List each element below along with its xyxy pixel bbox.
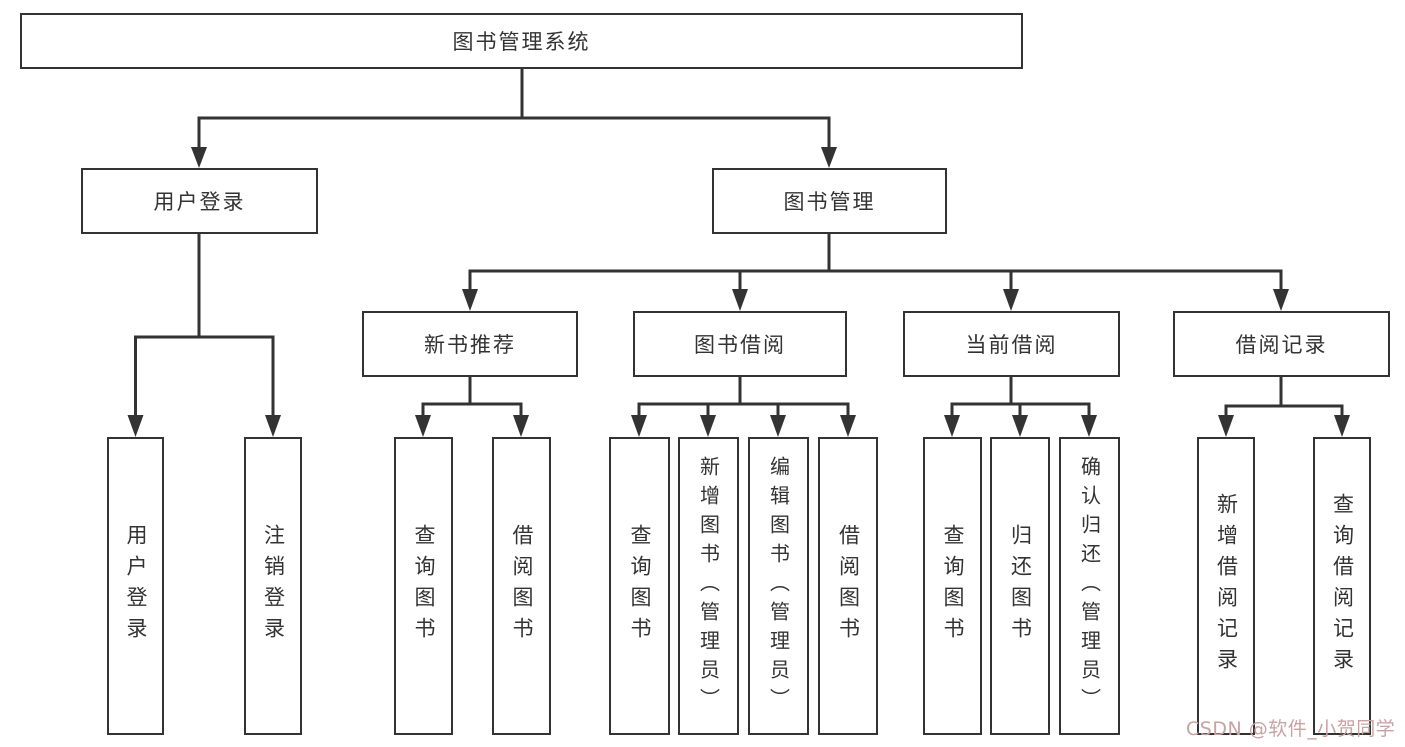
connector-bookmgmt-children (462, 234, 1289, 311)
leaf-borrow-add-books-admin: 新增图书（管理员） (678, 437, 739, 735)
node-label: 用户登录 (124, 524, 148, 648)
arrowhead (1081, 415, 1097, 437)
node-label: 编辑图书（管理员） (766, 455, 791, 717)
node-label: 借阅图书 (510, 524, 534, 648)
leaf-current-confirm-return-admin: 确认归还（管理员） (1059, 437, 1120, 735)
arrowhead (732, 289, 748, 311)
node-label: 归还图书 (1008, 524, 1033, 648)
arrowhead (415, 415, 431, 437)
arrowhead (1003, 289, 1019, 311)
leaf-record-add-borrow-record: 新增借阅记录 (1197, 437, 1255, 735)
arrowhead (1273, 289, 1289, 311)
node-label: 新书推荐 (424, 333, 516, 357)
node-new-book-recommend: 新书推荐 (362, 311, 578, 377)
arrowhead (821, 147, 837, 168)
node-root-system: 图书管理系统 (20, 13, 1023, 69)
arrowhead (944, 415, 960, 437)
node-label: 查询借阅记录 (1330, 493, 1355, 679)
leaf-borrow-borrow-books: 借阅图书 (818, 437, 878, 735)
node-label: 用户登录 (153, 190, 246, 214)
node-label: 查询图书 (412, 524, 436, 648)
node-label: 当前借阅 (965, 333, 1058, 357)
arrowhead (1334, 415, 1350, 437)
node-label: 查询图书 (941, 524, 965, 648)
csdn-watermark: CSDN @软件_小贺同学 (1186, 718, 1396, 740)
leaf-logout: 注销登录 (244, 437, 302, 735)
arrowhead (265, 415, 281, 437)
node-book-management-branch: 图书管理 (712, 168, 947, 234)
leaf-borrow-edit-books-admin: 编辑图书（管理员） (748, 437, 809, 735)
connector-borrowrecord-children (1218, 377, 1350, 437)
connector-root-children (191, 68, 837, 168)
node-user-login-branch: 用户登录 (81, 168, 318, 234)
node-label: 借阅记录 (1235, 333, 1328, 357)
arrowhead (770, 415, 786, 437)
leaf-newbook-borrow-books: 借阅图书 (492, 437, 551, 735)
node-book-borrow: 图书借阅 (633, 311, 847, 377)
arrowhead (700, 415, 716, 437)
leaf-current-return-books: 归还图书 (990, 437, 1050, 735)
node-label: 确认归还（管理员） (1077, 455, 1102, 717)
connector-currentborrow-children (944, 377, 1097, 437)
arrowhead (840, 415, 856, 437)
connector-login-children (127, 234, 281, 437)
connector-bookborrow-children (631, 377, 856, 437)
arrowhead (631, 415, 647, 437)
arrowhead (462, 289, 478, 311)
node-borrow-record: 借阅记录 (1173, 311, 1390, 377)
leaf-borrow-query-books: 查询图书 (609, 437, 670, 735)
leaf-newbook-query-books: 查询图书 (394, 437, 453, 735)
leaf-record-query-borrow-record: 查询借阅记录 (1313, 437, 1371, 735)
leaf-user-login: 用户登录 (107, 437, 164, 735)
node-current-borrow: 当前借阅 (903, 311, 1120, 377)
node-label: 注销登录 (261, 524, 286, 648)
node-label: 借阅图书 (836, 524, 861, 648)
node-label: 新增借阅记录 (1214, 493, 1239, 679)
node-label: 新增图书（管理员） (696, 455, 721, 717)
connector-newbook-children (415, 377, 529, 437)
leaf-current-query-books: 查询图书 (923, 437, 982, 735)
arrowhead (127, 415, 144, 437)
node-label: 图书管理 (783, 190, 876, 214)
arrowhead (191, 147, 207, 168)
node-label: 查询图书 (628, 524, 652, 648)
arrowhead (513, 415, 529, 437)
node-label: 图书管理系统 (452, 30, 591, 54)
arrowhead (1218, 415, 1234, 437)
node-label: 图书借阅 (694, 333, 786, 357)
arrowhead (1012, 415, 1028, 437)
